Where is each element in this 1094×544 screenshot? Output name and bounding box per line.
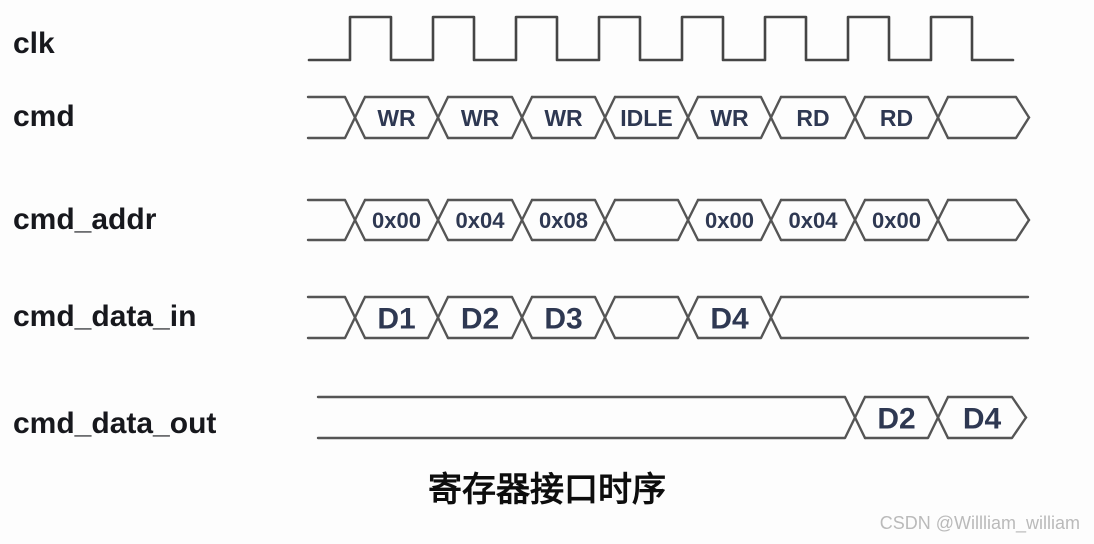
cmd-cell: [863, 95, 950, 140]
cmd_data_in-cell: [613, 295, 700, 340]
cmd_data_out-segment: [316, 395, 867, 440]
cmd_data_in-cell-value: D4: [710, 302, 749, 335]
cmd_data_in-cell: [530, 295, 617, 340]
cmd-cell-value: RD: [796, 105, 829, 131]
cmd_addr-cell: [613, 198, 700, 242]
cmd_data_out-cell-point: [946, 416, 1028, 440]
cmd-cell-value: RD: [880, 105, 913, 131]
cmd-cell-point: [946, 95, 1031, 119]
cmd_addr-cell: [613, 198, 700, 242]
cmd_addr-cell: [779, 198, 867, 242]
signal-label-cmd-addr: cmd_addr: [13, 203, 157, 236]
cmd_addr-cell: [696, 198, 783, 242]
cmd_addr-cell: [446, 198, 534, 242]
cmd_data_in-cell: [446, 295, 534, 340]
cmd_data_in-cell-value: D1: [377, 302, 415, 335]
cmd_data_in-cell: [363, 295, 450, 340]
cmd_addr-cell-value: 0x04: [789, 208, 839, 233]
cmd_data_in-cell: [363, 295, 450, 340]
cmd-cell: [613, 95, 700, 140]
cmd_addr-cell: [446, 198, 534, 242]
diagram-caption: 寄存器接口时序: [428, 471, 666, 509]
cmd_data_out-cell-point: [946, 395, 1028, 419]
cmd_addr-cell: [863, 198, 950, 242]
cmd-cell: [779, 95, 867, 140]
cmd_addr-cell-point: [946, 198, 1031, 222]
cmd_addr-cell-value: 0x00: [872, 208, 921, 233]
cmd-cell: [696, 95, 783, 140]
cmd-cell-value: IDLE: [620, 105, 672, 131]
cmd_addr-cell-value: 0x00: [705, 208, 754, 233]
cmd-cell-value: WR: [377, 105, 416, 131]
cmd-cell: [530, 95, 617, 140]
cmd-cell-value: WR: [461, 105, 500, 131]
cmd_addr-cell-point: [946, 218, 1031, 242]
cmd-cell: [613, 95, 700, 140]
cmd_data_in-cell: [696, 295, 783, 340]
cmd_data_out-cell-value: D4: [963, 402, 1002, 435]
watermark: CSDN @Willliam_william: [879, 513, 1080, 533]
cmd_addr-segment: [306, 198, 367, 242]
cmd_data_in-segment: [306, 295, 367, 340]
cmd-cell: [779, 95, 867, 140]
cmd-segment: [306, 95, 367, 140]
cmd-cell: [863, 95, 950, 140]
cmd_data_out-segment: [316, 395, 867, 440]
cmd_data_in-cell-value: D2: [461, 302, 499, 335]
cmd-cell-value: WR: [544, 105, 583, 131]
cmd_data_in-cell: [696, 295, 783, 340]
cmd-cell: [530, 95, 617, 140]
cmd-cell: [696, 95, 783, 140]
cmd_addr-segment: [306, 198, 367, 242]
cmd-cell: [446, 95, 534, 140]
cmd_addr-cell: [696, 198, 783, 242]
cmd_addr-cell: [863, 198, 950, 242]
cmd-segment: [306, 95, 367, 140]
cmd-cell-value: WR: [710, 105, 749, 131]
cmd_addr-cell-value: 0x08: [539, 208, 588, 233]
clk-waveform: [307, 15, 1015, 62]
cmd_addr-cell: [363, 198, 450, 242]
cmd_addr-cell-value: 0x04: [456, 208, 506, 233]
cmd_addr-cell: [530, 198, 617, 242]
cmd-cell-point: [946, 116, 1031, 140]
cmd_data_in-cell: [530, 295, 617, 340]
cmd_data_in-cell: [613, 295, 700, 340]
cmd_addr-cell-value: 0x00: [372, 208, 421, 233]
cmd_data_out-cell: [863, 395, 950, 440]
cmd_addr-cell: [363, 198, 450, 242]
signal-label-cmd: cmd: [13, 100, 75, 133]
signal-label-clk: clk: [13, 27, 55, 60]
cmd-cell: [446, 95, 534, 140]
cmd-cell: [363, 95, 450, 140]
signal-label-cmd-data-in: cmd_data_in: [13, 300, 197, 333]
cmd_addr-cell: [779, 198, 867, 242]
cmd_addr-cell: [530, 198, 617, 242]
cmd-cell: [363, 95, 450, 140]
cmd_data_out-cell: [863, 395, 950, 440]
cmd_data_out-cell-value: D2: [877, 402, 915, 435]
cmd_data_in-cell-value: D3: [544, 302, 582, 335]
signal-label-cmd-data-out: cmd_data_out: [13, 407, 217, 440]
cmd_data_in-cell: [446, 295, 534, 340]
cmd_data_in-segment: [306, 295, 367, 340]
